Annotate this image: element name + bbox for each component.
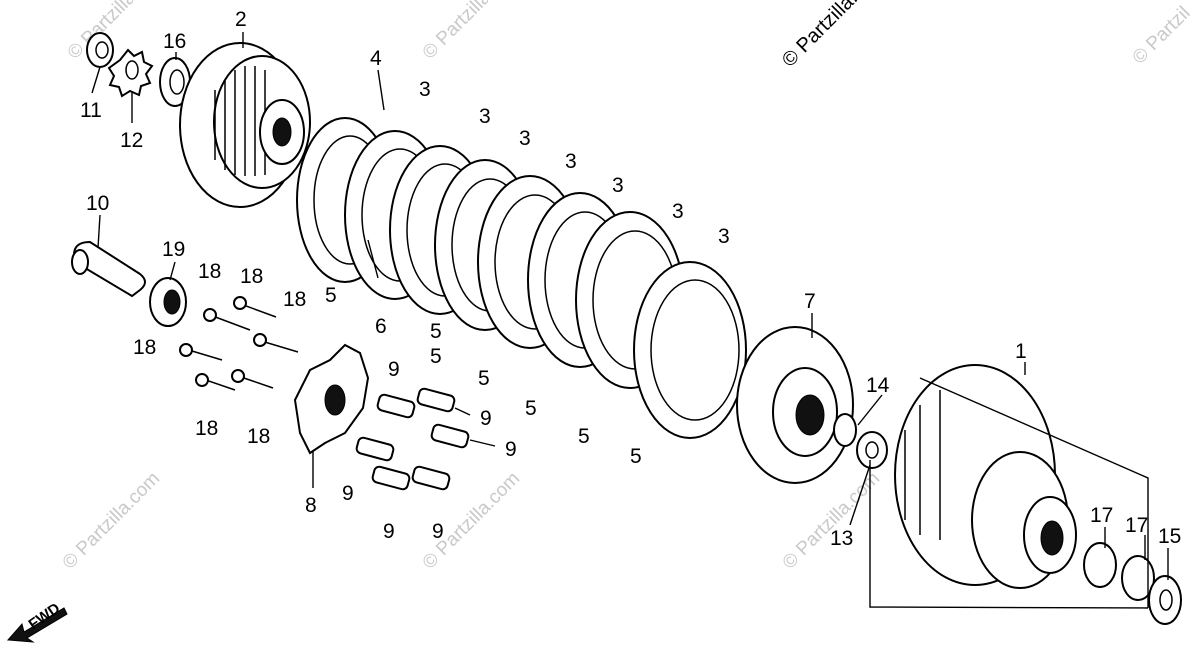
part-2-clutch-center [179, 42, 311, 208]
callout-12: 12 [120, 129, 143, 152]
callout-18: 18 [198, 260, 221, 283]
fwd-label: FWD [26, 600, 64, 634]
callout-17: 17 [1090, 504, 1113, 527]
part-7-pressure-plate [736, 326, 854, 484]
callout-3: 3 [612, 174, 624, 197]
callout-17: 17 [1125, 514, 1148, 537]
callout-18: 18 [240, 265, 263, 288]
callouts: 1 2 3 3 3 3 3 3 3 4 5 5 5 5 5 5 5 6 7 8 … [80, 8, 1181, 550]
part-13-washer [856, 431, 888, 469]
fwd-arrow-icon: FWD [6, 600, 68, 643]
callout-18: 18 [283, 288, 306, 311]
callout-19: 19 [162, 238, 185, 261]
callout-5: 5 [430, 345, 442, 368]
callout-5: 5 [430, 320, 442, 343]
watermark: © Partzilla.com [64, 0, 169, 64]
callout-5: 5 [578, 425, 590, 448]
callout-7: 7 [804, 290, 816, 313]
callout-5: 5 [525, 397, 537, 420]
callout-8: 8 [305, 494, 317, 517]
callout-18: 18 [133, 336, 156, 359]
callout-6: 6 [375, 315, 387, 338]
callout-2: 2 [235, 8, 247, 31]
callout-9: 9 [480, 407, 492, 430]
part-17-needle-bearing [1083, 542, 1155, 601]
part-14-washer [833, 413, 857, 447]
callout-14: 14 [866, 374, 890, 397]
callout-9: 9 [432, 520, 444, 543]
callout-4: 4 [370, 47, 382, 70]
callout-9: 9 [388, 358, 400, 381]
part-19-bearing [149, 277, 187, 327]
copyright-label: © Partzilla.com [778, 0, 889, 72]
callout-10: 10 [86, 192, 109, 215]
watermark: © Partzilla.com [59, 468, 164, 573]
part-10-lifter-rod [71, 240, 146, 298]
callout-3: 3 [419, 78, 431, 101]
part-1-clutch-outer [894, 364, 1077, 589]
callout-15: 15 [1158, 525, 1181, 548]
callout-3: 3 [565, 150, 577, 173]
callout-9: 9 [342, 482, 354, 505]
clutch-plate-stack [296, 117, 747, 439]
callout-18: 18 [195, 417, 218, 440]
callout-3: 3 [718, 225, 730, 248]
part-12-lock-washer [107, 48, 154, 98]
callout-3: 3 [519, 127, 531, 150]
callout-11: 11 [80, 99, 102, 122]
callout-5: 5 [630, 445, 642, 468]
part-9-clutch-springs [355, 387, 470, 491]
callout-1: 1 [1015, 340, 1027, 363]
callout-9: 9 [383, 520, 395, 543]
part-11-lock-nut [86, 32, 114, 68]
watermark: © Partzilla.com [419, 0, 524, 64]
callout-9: 9 [505, 438, 517, 461]
callout-5: 5 [478, 367, 490, 390]
part-15-washer [1148, 575, 1182, 625]
callout-16: 16 [163, 30, 186, 53]
callout-5: 5 [325, 284, 337, 307]
callout-18: 18 [247, 425, 270, 448]
leader-lines [91, 32, 1169, 609]
part-18-bolts [179, 296, 299, 391]
callout-3: 3 [672, 200, 684, 223]
callout-3: 3 [479, 105, 491, 128]
watermark: © Partzil [1129, 3, 1195, 69]
callout-13: 13 [830, 527, 853, 550]
part-8-lifter-plate [293, 343, 370, 455]
